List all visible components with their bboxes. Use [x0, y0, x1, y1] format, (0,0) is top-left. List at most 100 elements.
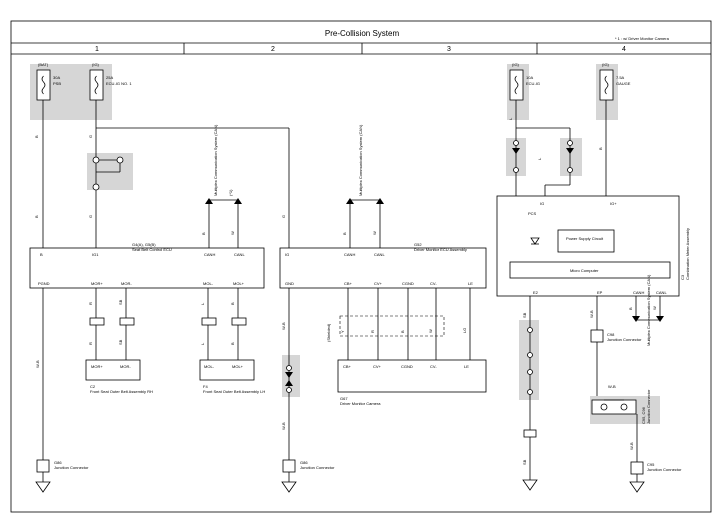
svg-text:W-B: W-B: [589, 310, 594, 318]
svg-text:CV-: CV-: [430, 364, 437, 369]
svg-text:W-B: W-B: [281, 422, 286, 430]
svg-text:G67: G67: [340, 396, 348, 401]
driver-monitor-ecu: G52 Driver Monitor ECU Assembly IG CANH …: [279, 242, 487, 289]
svg-text:R: R: [88, 342, 93, 345]
svg-text:Junction Connector: Junction Connector: [300, 465, 335, 470]
column-number-1: 1: [95, 46, 99, 53]
svg-text:L: L: [200, 342, 205, 345]
svg-text:C98: C98: [607, 332, 615, 337]
svg-text:G: G: [88, 135, 93, 138]
svg-text:G: G: [281, 215, 286, 218]
svg-text:Front Seat Outer Belt Assembly: Front Seat Outer Belt Assembly LH: [203, 389, 265, 394]
svg-text:B: B: [34, 215, 39, 218]
svg-text:CANL: CANL: [234, 252, 245, 257]
svg-text:Power Supply Circuit: Power Supply Circuit: [566, 236, 604, 241]
svg-text:W-B: W-B: [629, 442, 634, 450]
multiplex-label-2: Multiplex Communication System (CAN): [358, 124, 363, 196]
svg-text:IG1: IG1: [92, 252, 99, 257]
svg-text:CB+: CB+: [343, 364, 352, 369]
svg-text:10A: 10A: [526, 75, 533, 80]
svg-text:SB: SB: [118, 299, 123, 305]
diagram-frame: [10, 20, 712, 513]
svg-text:(*1): (*1): [228, 189, 233, 196]
junction-connector-c98: [590, 329, 604, 343]
svg-text:CANH: CANH: [633, 290, 644, 295]
svg-text:SB: SB: [118, 339, 123, 345]
svg-text:Micro Computer: Micro Computer: [570, 268, 599, 273]
svg-text:C95, C96: C95, C96: [641, 406, 646, 424]
front-seat-belt-lh: MOL- MOL+ F4 Front Seat Outer Belt Assem…: [199, 359, 265, 394]
svg-text:Junction Connector: Junction Connector: [647, 467, 682, 472]
svg-text:(BAT): (BAT): [38, 62, 49, 67]
svg-text:L: L: [508, 117, 513, 120]
svg-text:CV+: CV+: [374, 281, 383, 286]
svg-text:R: R: [370, 330, 375, 333]
svg-text:B: B: [230, 302, 235, 305]
svg-text:R: R: [88, 302, 93, 305]
fuse-ecu-ig: (IG) 10A ECU-IG: [509, 62, 540, 101]
svg-text:W-B: W-B: [281, 322, 286, 330]
svg-text:(IG): (IG): [92, 62, 100, 67]
svg-text:MOL-: MOL-: [203, 281, 214, 286]
svg-text:L: L: [537, 157, 542, 160]
svg-text:MOR-: MOR-: [120, 364, 131, 369]
svg-text:MOR-: MOR-: [121, 281, 132, 286]
svg-text:CV-: CV-: [430, 281, 437, 286]
svg-text:IG: IG: [540, 201, 544, 206]
svg-text:B: B: [400, 330, 405, 333]
svg-text:MOL+: MOL+: [233, 281, 245, 286]
svg-text:B: B: [201, 232, 206, 235]
svg-text:B: B: [40, 252, 43, 257]
svg-text:W: W: [230, 231, 235, 235]
shielded-cable: [339, 315, 445, 337]
svg-text:CANL: CANL: [374, 252, 385, 257]
multiplex-label-1: Multiplex Communication System (CAN): [213, 124, 218, 196]
junction-connector-c95-c96: W-B C95, C96 Junction Connector: [591, 384, 651, 424]
svg-text:ECU-IG: ECU-IG: [526, 81, 540, 86]
svg-text:GND: GND: [285, 281, 294, 286]
svg-text:PGND: PGND: [38, 281, 50, 286]
svg-text:PSB: PSB: [53, 81, 61, 86]
svg-text:SB: SB: [522, 312, 527, 318]
svg-text:G86: G86: [300, 460, 308, 465]
svg-text:Junction Connector: Junction Connector: [607, 337, 642, 342]
svg-text:C3: C3: [680, 274, 685, 280]
svg-text:G52: G52: [414, 242, 422, 247]
combination-meter-assembly: IG IG+ Power Supply Circuit Micro Comput…: [496, 195, 690, 297]
svg-text:MOR+: MOR+: [91, 281, 103, 286]
fuse-ecu-ig-no1: (IG) 25A ECU-IG NO. 1: [89, 62, 132, 101]
fuse-gauge: (IG) 7.5A GAUGE: [599, 62, 631, 101]
svg-text:G86: G86: [54, 460, 62, 465]
svg-text:CANH: CANH: [204, 252, 215, 257]
diagram-title: Pre-Collision System: [325, 29, 400, 38]
shielded-label: (Shielded): [326, 323, 331, 342]
micro-computer: [509, 261, 671, 279]
svg-text:Seat Belt Control ECU: Seat Belt Control ECU: [132, 247, 172, 252]
junction-connector-g86-2: G86 Junction Connector: [281, 459, 335, 493]
svg-text:Combination Meter Assembly: Combination Meter Assembly: [685, 228, 690, 280]
svg-text:L: L: [200, 302, 205, 305]
svg-text:C95: C95: [647, 462, 655, 467]
svg-text:B: B: [34, 135, 39, 138]
svg-text:Y: Y: [340, 330, 345, 333]
svg-text:W: W: [372, 231, 377, 235]
svg-text:GAUGE: GAUGE: [616, 81, 631, 86]
svg-text:Front Seat Outer Belt Assembly: Front Seat Outer Belt Assembly RH: [90, 389, 153, 394]
svg-text:MOL+: MOL+: [232, 364, 244, 369]
svg-text:25A: 25A: [106, 75, 113, 80]
svg-text:Junction Connector: Junction Connector: [646, 389, 651, 424]
svg-text:B: B: [628, 307, 633, 310]
multiplex-label-3: Multiplex Communication System (CAN): [646, 274, 651, 346]
svg-text:LG: LG: [462, 328, 467, 333]
front-seat-belt-rh: MOR+ MOR- C2 Front Seat Outer Belt Assem…: [85, 359, 153, 394]
svg-text:W: W: [652, 306, 657, 310]
svg-text:LE: LE: [464, 364, 469, 369]
svg-text:PCS: PCS: [528, 211, 537, 216]
note-text: * 1 : w/ Driver Monitor Camera: [615, 36, 670, 41]
svg-text:Driver Monitor Camera: Driver Monitor Camera: [340, 401, 381, 406]
fuse-psb: (BAT) 30A PSB: [36, 62, 61, 101]
svg-text:MOL-: MOL-: [204, 364, 215, 369]
driver-monitor-camera: CB+ CV+ CGND CV- LE G67 Driver Monitor C…: [337, 359, 487, 406]
